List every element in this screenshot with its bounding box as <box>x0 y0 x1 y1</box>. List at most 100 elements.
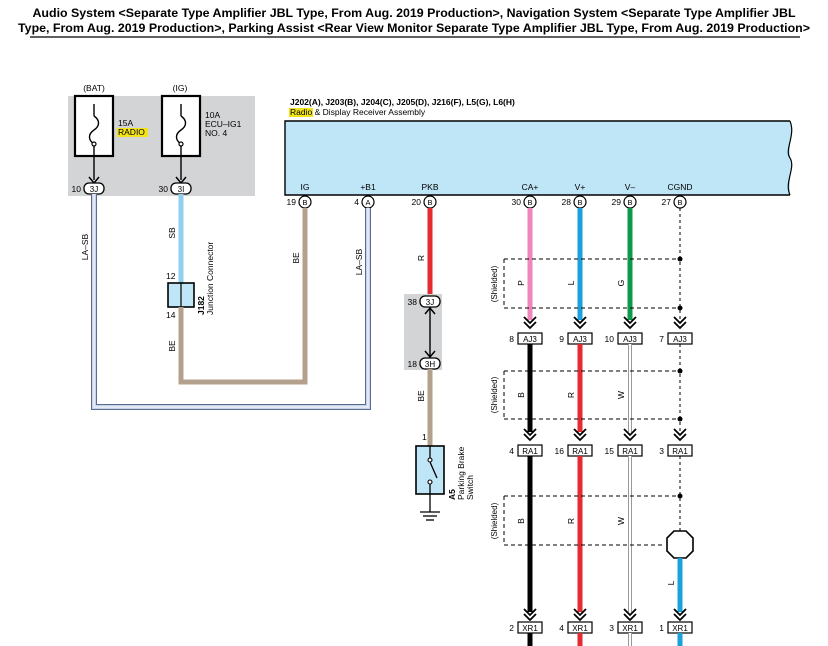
wire-la-sb <box>91 194 371 410</box>
svg-text:G: G <box>616 280 626 287</box>
svg-text:RA1: RA1 <box>622 447 638 456</box>
svg-text:RA1: RA1 <box>522 447 538 456</box>
svg-text:30: 30 <box>512 197 522 207</box>
wire-label-sb: SB <box>167 227 177 239</box>
receiver-name: Radio & Display Receiver Assembly <box>290 107 426 117</box>
svg-text:RA1: RA1 <box>672 447 688 456</box>
connector-row-aj3: AJ3 8 AJ3 9 AJ3 10 AJ3 7 <box>509 316 693 345</box>
svg-text:IG: IG <box>301 182 310 192</box>
ground-symbol <box>420 511 440 521</box>
svg-text:A: A <box>365 198 370 207</box>
svg-text:B: B <box>527 198 532 207</box>
title-line-2: Type, From Aug. 2019 Production>, Parkin… <box>18 21 810 35</box>
svg-text:10: 10 <box>605 334 615 344</box>
receiver-pin-ig: IG B 19 <box>287 182 312 209</box>
wire-label-be-pkb: BE <box>416 390 426 402</box>
svg-text:XR1: XR1 <box>622 624 638 633</box>
svg-text:4: 4 <box>354 197 359 207</box>
svg-text:AJ3: AJ3 <box>573 335 587 344</box>
svg-text:L: L <box>566 280 576 285</box>
receiver-name-highlight <box>289 108 313 117</box>
ig-pin-num: 30 <box>159 184 169 194</box>
receiver-pins: IG B 19 +B1 A 4 PKB B 20 CA+ B 30 V+ B 2… <box>287 182 693 209</box>
svg-text:B: B <box>302 198 307 207</box>
svg-text:XR1: XR1 <box>522 624 538 633</box>
svg-text:W: W <box>616 517 626 525</box>
svg-text:R: R <box>566 518 576 524</box>
svg-text:RA1: RA1 <box>572 447 588 456</box>
svg-text:15: 15 <box>605 446 615 456</box>
shielded-label-2: (Shielded) <box>490 376 499 413</box>
connector-row-ra1: RA1 4 RA1 16 RA1 15 RA1 3 <box>509 428 693 457</box>
ig-label: (IG) <box>173 83 188 93</box>
pkb-switch-name2: Switch <box>465 475 475 500</box>
wire-label-la-sb-right: LA–SB <box>354 248 364 275</box>
svg-text:AJ3: AJ3 <box>623 335 637 344</box>
bat-pin-num: 10 <box>72 184 82 194</box>
svg-text:29: 29 <box>612 197 622 207</box>
bat-label: (BAT) <box>83 83 105 93</box>
svg-text:4: 4 <box>559 623 564 633</box>
svg-text:CGND: CGND <box>667 182 692 192</box>
svg-text:19: 19 <box>287 197 297 207</box>
svg-text:9: 9 <box>559 334 564 344</box>
svg-text:B: B <box>677 198 682 207</box>
svg-text:XR1: XR1 <box>672 624 688 633</box>
receiver-connectors: J202(A), J203(B), J204(C), J205(D), J216… <box>290 97 515 107</box>
svg-text:2: 2 <box>509 623 514 633</box>
svg-text:W: W <box>616 391 626 399</box>
receiver-pin-cgnd: CGND B 27 <box>662 182 693 209</box>
ig-fuse-amp: 10A <box>205 110 220 120</box>
ig-fuse-name2: NO. 4 <box>205 128 227 138</box>
svg-text:PKB: PKB <box>421 182 438 192</box>
pkb-junction-top-num: 38 <box>408 297 418 307</box>
title-line-1: Audio System <Separate Type Amplifier JB… <box>32 6 796 20</box>
svg-text:16: 16 <box>555 446 565 456</box>
svg-text:27: 27 <box>662 197 672 207</box>
radio-fuse <box>73 94 115 180</box>
svg-text:V–: V– <box>625 182 636 192</box>
svg-text:B: B <box>577 198 582 207</box>
ig-pin-conn: 3I <box>178 185 185 194</box>
svg-text:P: P <box>516 280 526 286</box>
ecu-ig1-fuse <box>160 94 202 180</box>
shielded-label-3: (Shielded) <box>490 502 499 539</box>
pkb-switch-pin: 1 <box>422 432 427 442</box>
svg-text:1: 1 <box>659 623 664 633</box>
receiver-pin-pkb: PKB B 20 <box>412 182 439 209</box>
svg-text:AJ3: AJ3 <box>673 335 687 344</box>
bat-pin-conn: 3J <box>90 185 98 194</box>
svg-text:+B1: +B1 <box>360 182 376 192</box>
svg-text:B: B <box>516 518 526 524</box>
radio-fuse-name: RADIO <box>118 127 145 137</box>
wire-label-be-j182: BE <box>167 340 177 352</box>
pkb-switch-name1: Parking Brake <box>456 446 466 500</box>
receiver-assembly-box <box>284 120 790 196</box>
diagram-title: Audio System <Separate Type Amplifier JB… <box>0 6 828 36</box>
svg-text:L: L <box>666 580 676 585</box>
shielded-label-1: (Shielded) <box>490 265 499 302</box>
svg-text:B: B <box>516 392 526 398</box>
wire-label-r-pkb: R <box>416 255 426 261</box>
svg-text:7: 7 <box>659 334 664 344</box>
wire-label-la-sb-left: LA–SB <box>80 233 90 260</box>
svg-text:3H: 3H <box>425 360 435 369</box>
svg-text:3: 3 <box>609 623 614 633</box>
svg-text:R: R <box>566 392 576 398</box>
connector-row-xr1: XR1 2 XR1 4 XR1 3 XR1 1 <box>509 608 693 634</box>
j182-name: Junction Connector <box>205 242 215 315</box>
svg-text:CA+: CA+ <box>522 182 539 192</box>
cgnd-splice-octagon <box>666 530 694 559</box>
receiver-pin-v-minus: V– B 29 <box>612 182 637 209</box>
svg-text:3J: 3J <box>426 298 434 307</box>
radio-fuse-amp: 15A <box>118 118 133 128</box>
j182-id: J182 <box>196 296 206 315</box>
wire-label-be-ig: BE <box>291 252 301 264</box>
svg-text:B: B <box>427 198 432 207</box>
svg-text:B: B <box>627 198 632 207</box>
radio-highlight <box>117 128 148 137</box>
svg-text:28: 28 <box>562 197 572 207</box>
svg-text:8: 8 <box>509 334 514 344</box>
